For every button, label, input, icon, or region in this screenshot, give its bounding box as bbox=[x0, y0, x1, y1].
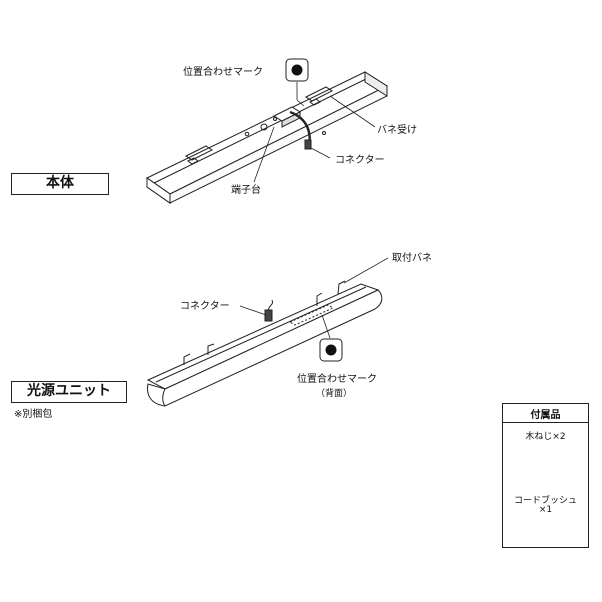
leader-connector bbox=[310, 147, 331, 159]
leader-spring-receiver bbox=[329, 95, 376, 128]
light-unit-drawing bbox=[146, 280, 383, 407]
label-position-mark-unit: 位置合わせマーク bbox=[297, 372, 377, 385]
accessories-box bbox=[502, 403, 589, 548]
separate-package-note: ※別梱包 bbox=[14, 409, 53, 420]
leader-position-mark-unit bbox=[321, 314, 331, 339]
label-position-mark-back: （背面） bbox=[316, 387, 352, 399]
label-position-mark-main: 位置合わせマーク bbox=[183, 65, 263, 78]
leader-mounting-spring bbox=[343, 257, 389, 284]
main-body-drawing bbox=[146, 71, 389, 204]
label-connector-unit: コネクター bbox=[180, 300, 230, 312]
light-unit-title: 光源ユニット bbox=[11, 381, 127, 403]
leader-terminal-block bbox=[253, 126, 275, 183]
label-mounting-spring: 取付バネ bbox=[392, 251, 432, 264]
accessories-title: 付属品 bbox=[530, 410, 561, 421]
label-connector-main: コネクター bbox=[335, 154, 385, 166]
cord-bush-label: コードブッシュ bbox=[513, 496, 577, 506]
position-mark-icon bbox=[285, 58, 309, 82]
main-body-leaders bbox=[253, 82, 376, 183]
label-terminal-block: 端子台 bbox=[231, 183, 261, 196]
wood-screw-label: 木ねじ×2 bbox=[525, 432, 566, 442]
label-spring-receiver: バネ受け bbox=[377, 124, 417, 136]
cord-bush-count: ×1 bbox=[538, 505, 553, 515]
position-mark-unit-icon bbox=[319, 338, 343, 362]
accessories-divider bbox=[503, 422, 588, 423]
leader-connector-unit bbox=[239, 305, 267, 316]
light-unit-leaders bbox=[239, 257, 389, 339]
main-body-title: 本体 bbox=[11, 173, 109, 195]
